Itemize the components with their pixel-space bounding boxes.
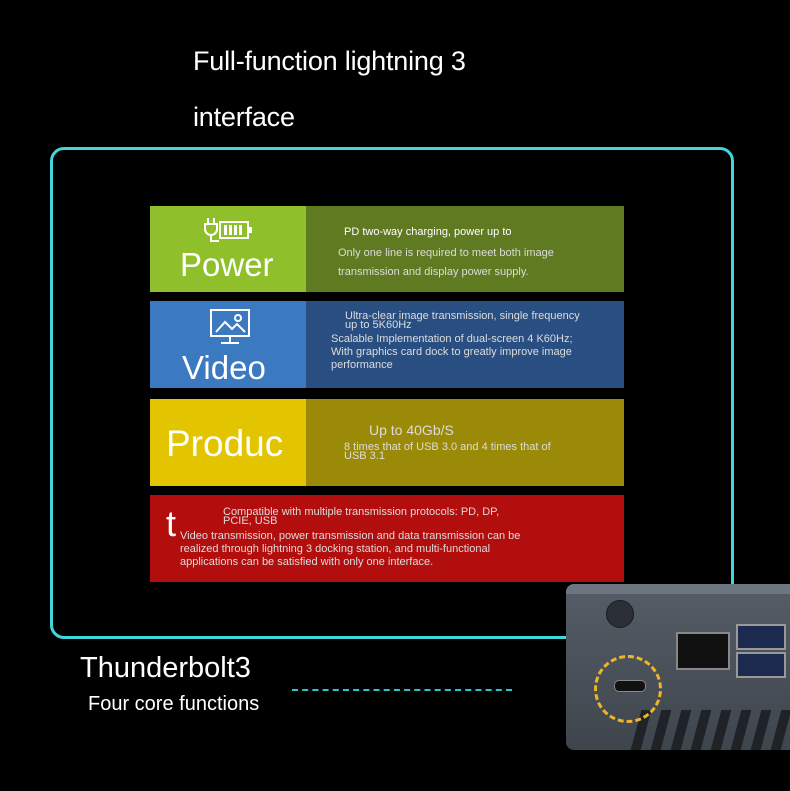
- video-line-3: Scalable Implementation of dual-screen 4…: [331, 333, 573, 345]
- feature-row-power: Power PD two-way charging, power up to O…: [150, 206, 624, 292]
- product-line-2: 8 times that of USB 3.0 and 4 times that…: [344, 441, 551, 453]
- feature-row-video: Video Ultra-clear image transmission, si…: [150, 301, 624, 388]
- feature-row-product: Produc Up to 40Gb/S 8 times that of USB …: [150, 399, 624, 486]
- thunderbolt-subtitle: Four core functions: [88, 693, 260, 715]
- product-label: Produc: [166, 423, 284, 464]
- protocols-label: t: [166, 503, 177, 544]
- thunderbolt-title: Thunderbolt3: [80, 652, 251, 684]
- video-label: Video: [182, 349, 266, 386]
- protocols-line-2: PCIE, USB: [223, 515, 278, 527]
- video-description: Ultra-clear image transmission, single f…: [306, 301, 624, 388]
- video-line-5: performance: [331, 359, 393, 371]
- video-line-1: Ultra-clear image transmission, single f…: [345, 310, 580, 322]
- heading-line-2: interface: [193, 102, 295, 132]
- monitor-image-icon: [210, 309, 250, 344]
- usb-port-top: [736, 624, 786, 650]
- vent-slots: [626, 710, 790, 750]
- power-button: [606, 600, 634, 628]
- protocols-line-1: Compatible with multiple transmission pr…: [223, 506, 500, 518]
- product-tile: Produc: [150, 399, 306, 486]
- power-line-3: transmission and display power supply.: [338, 266, 529, 278]
- video-line-4: With graphics card dock to greatly impro…: [331, 346, 572, 358]
- device-top: [566, 584, 790, 594]
- product-line-3: USB 3.1: [344, 450, 385, 462]
- power-line-1: PD two-way charging, power up to: [344, 226, 512, 238]
- protocols-line-4: realized through lightning 3 docking sta…: [180, 543, 491, 555]
- video-tile: Video: [150, 301, 306, 388]
- protocols-line-3: Video transmission, power transmission a…: [180, 530, 521, 542]
- dashed-divider: [292, 689, 512, 691]
- power-description: PD two-way charging, power up to Only on…: [306, 206, 624, 292]
- ethernet-port: [676, 632, 730, 670]
- mini-pc-device: [566, 584, 790, 750]
- protocols-line-5: applications can be satisfied with only …: [180, 556, 434, 568]
- plug-battery-icon: [204, 218, 252, 242]
- product-description: Up to 40Gb/S 8 times that of USB 3.0 and…: [306, 399, 624, 486]
- power-line-2: Only one line is required to meet both i…: [338, 247, 554, 259]
- power-tile: Power: [150, 206, 306, 292]
- feature-row-protocols: t Compatible with multiple transmission …: [150, 495, 624, 582]
- video-line-2: up to 5K60Hz: [345, 319, 412, 331]
- product-line-1: Up to 40Gb/S: [369, 422, 454, 438]
- usb-port-bottom: [736, 652, 786, 678]
- feature-frame: [50, 147, 734, 639]
- power-label: Power: [180, 246, 274, 283]
- thunderbolt-highlight-ring: [594, 655, 662, 723]
- heading-line-1: Full-function lightning 3: [193, 46, 466, 76]
